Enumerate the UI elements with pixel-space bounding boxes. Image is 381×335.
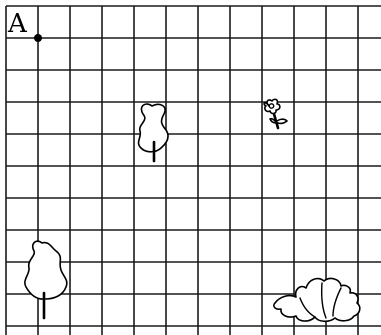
point-a-dot: [34, 34, 42, 42]
point-a-label: A: [7, 9, 28, 39]
